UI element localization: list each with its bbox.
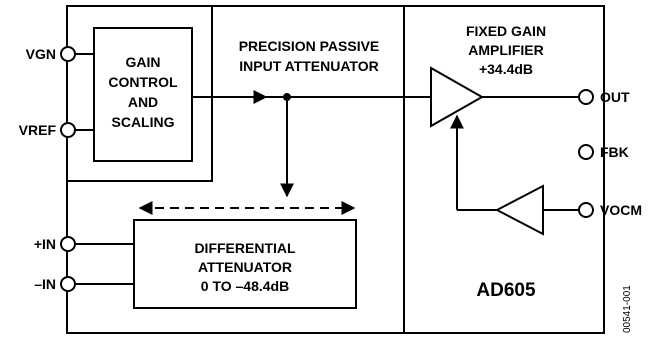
vocm-buffer-triangle [494,184,544,236]
in-pos-pin [60,236,76,252]
in-neg-label: –IN [34,276,56,292]
fbk-label: FBK [600,144,629,160]
gain-control-label-line3: AND [128,94,158,110]
in-neg-pin [60,276,76,292]
vref-pin [60,122,76,138]
differential-attenuator-box [133,219,357,309]
vgn-label: VGN [26,46,56,62]
gain-control-region [66,5,213,182]
amplifier-label-line2: AMPLIFIER [468,42,543,58]
part-number: AD605 [476,280,536,301]
diff-attenuator-label-line1: DIFFERENTIAL [194,240,296,256]
amplifier-label-line3: +34.4dB [479,61,533,77]
fbk-pin [578,144,594,160]
figure-id: 00541-001 [622,285,633,333]
vgn-pin [60,46,76,62]
vocm-pin [578,202,594,218]
diff-attenuator-label-line3: 0 TO –48.4dB [201,278,289,294]
vocm-label: VOCM [600,202,642,218]
diff-attenuator-label-line2: ATTENUATOR [198,259,292,275]
gain-control-label-line2: CONTROL [108,74,178,90]
amplifier-label-line1: FIXED GAIN [466,23,546,39]
passive-attenuator-label-line2: INPUT ATTENUATOR [239,58,378,74]
gain-control-box [93,27,193,162]
passive-attenuator-label-line1: PRECISION PASSIVE [239,38,380,54]
in-pos-label: +IN [34,236,56,252]
out-pin [578,89,594,105]
amplifier-triangle [430,66,485,128]
gain-control-label-line4: SCALING [112,114,175,130]
out-label: OUT [600,89,630,105]
vref-label: VREF [19,122,57,138]
gain-control-label-line1: GAIN [126,54,161,70]
